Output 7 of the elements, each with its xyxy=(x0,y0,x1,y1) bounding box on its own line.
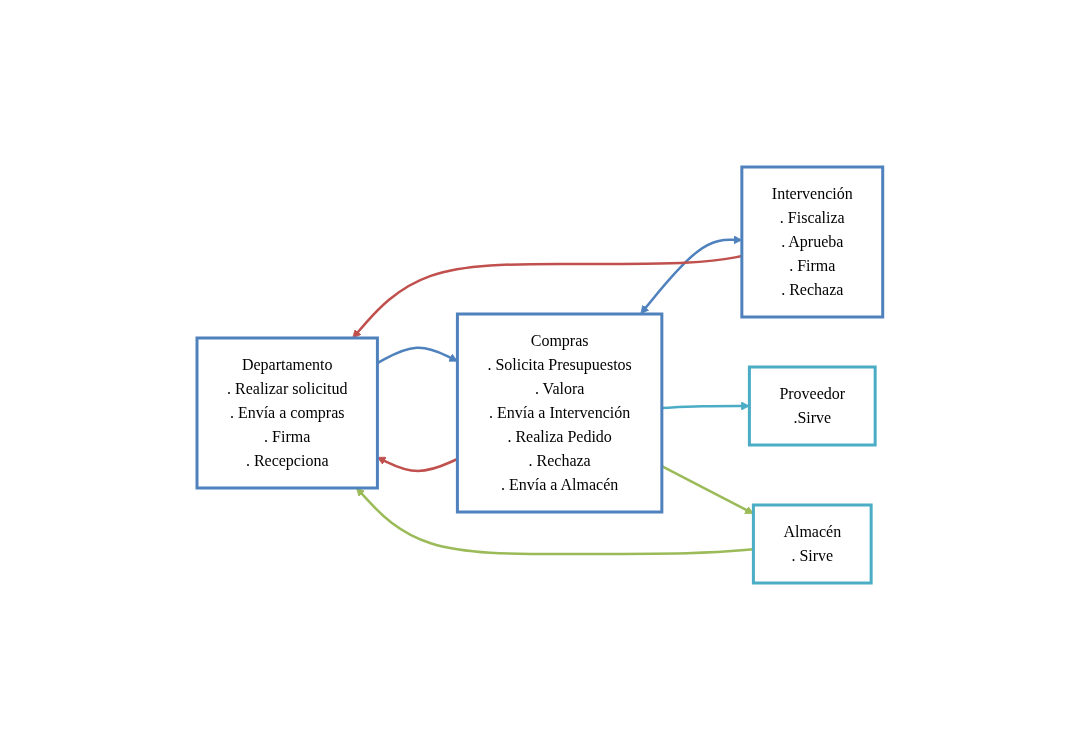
node-box: Intervención . Fiscaliza . Aprueba . Firma . Rechaza xyxy=(740,165,885,319)
arrow xyxy=(661,465,754,514)
node-box: Proveedor .Sirve xyxy=(748,365,877,447)
node-box: Compras . Solicita Presupuestos . Valora . Envía a Intervención . Realiza Pedido . Rechaza . Envía a Almacén xyxy=(456,312,664,514)
arrow xyxy=(661,401,750,411)
node-box: Almacén . Sirve xyxy=(752,503,873,585)
node-box: Departamento . Realizar solicitud . Envía a compras . Firma . Recepciona xyxy=(195,336,380,490)
